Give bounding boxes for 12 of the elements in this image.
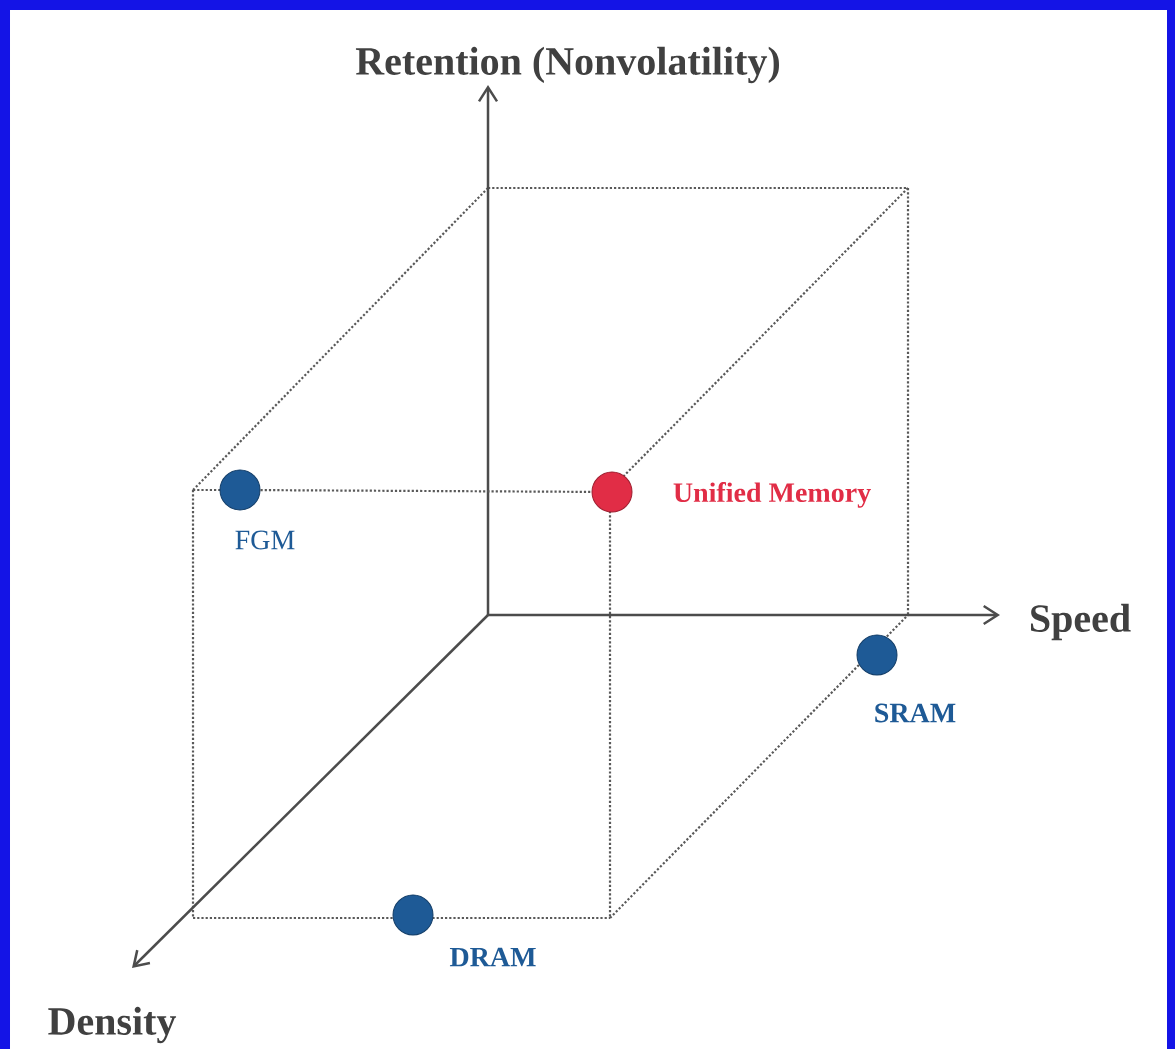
data-point: [591, 471, 633, 513]
point-label: DRAM: [449, 947, 536, 967]
axis-label: Retention (Nonvolatility): [355, 46, 779, 84]
point-label: FGM: [235, 530, 295, 550]
data-point: [219, 469, 261, 511]
dotted-line: [260, 489, 592, 493]
data-point: [392, 894, 434, 936]
data-point: [856, 634, 898, 676]
axis-label: Speed: [1031, 603, 1131, 641]
point-label: Unified Memory: [673, 482, 871, 508]
point-label: SRAM: [875, 703, 956, 723]
axis-label: Density: [48, 1006, 177, 1044]
